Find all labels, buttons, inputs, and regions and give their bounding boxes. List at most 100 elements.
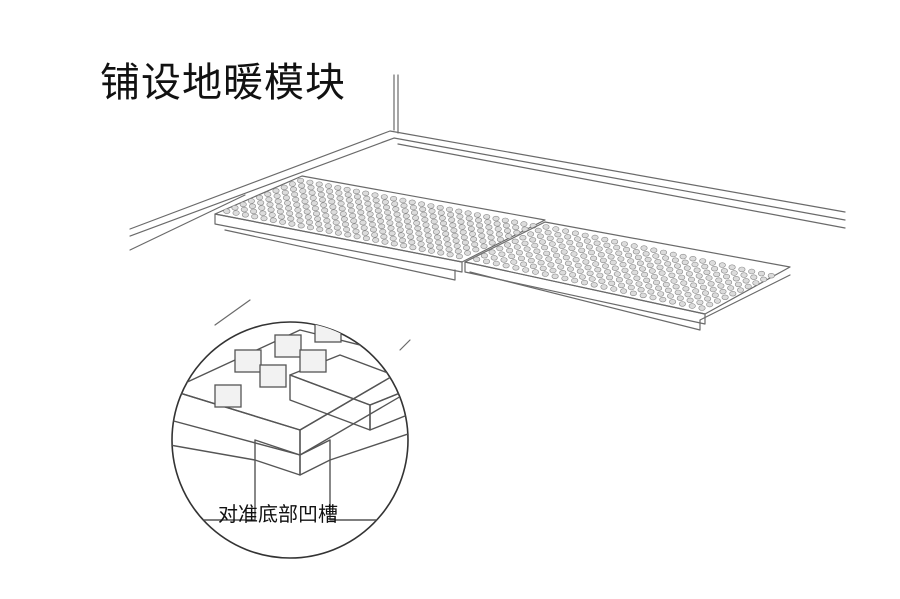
module-stud bbox=[430, 218, 438, 225]
module-stud bbox=[357, 209, 365, 216]
module-stud bbox=[289, 186, 297, 192]
module-stud bbox=[453, 243, 461, 249]
module-stud bbox=[601, 236, 609, 243]
module-stud bbox=[282, 195, 290, 201]
module-stud bbox=[727, 285, 735, 291]
module-stud bbox=[308, 190, 316, 196]
module-stud bbox=[512, 265, 520, 271]
module-stud bbox=[344, 192, 352, 198]
module-stud bbox=[711, 292, 719, 298]
module-stud bbox=[372, 237, 380, 243]
module-stud bbox=[488, 240, 496, 246]
module-stud bbox=[365, 206, 373, 212]
module-stud bbox=[636, 260, 644, 266]
module-stud bbox=[599, 257, 607, 264]
module-stud bbox=[664, 287, 672, 293]
module-stud bbox=[699, 284, 707, 291]
module-stud bbox=[615, 250, 623, 256]
module-stud bbox=[538, 239, 546, 245]
module-stud bbox=[517, 255, 525, 262]
module-stud bbox=[523, 246, 531, 252]
module-stud bbox=[364, 201, 372, 207]
module-stud bbox=[625, 279, 633, 285]
module-stud bbox=[585, 244, 593, 250]
module-stud bbox=[529, 263, 537, 269]
heating-module-right bbox=[464, 221, 791, 331]
module-stud bbox=[241, 212, 249, 218]
module-stud bbox=[541, 244, 549, 251]
module-stud bbox=[595, 246, 603, 252]
module-stud bbox=[350, 218, 358, 224]
module-stud bbox=[274, 198, 282, 204]
module-stud bbox=[597, 252, 605, 258]
module-stud bbox=[380, 194, 388, 200]
module-stud bbox=[303, 209, 311, 215]
module-stud bbox=[295, 212, 303, 219]
module-stud bbox=[631, 269, 639, 276]
module-stud bbox=[359, 220, 367, 226]
module-stud bbox=[568, 245, 576, 252]
module-stud bbox=[373, 202, 381, 209]
module-stud bbox=[732, 276, 740, 282]
module-stud bbox=[564, 260, 572, 266]
module-stud bbox=[742, 278, 750, 284]
module-stud bbox=[630, 243, 638, 249]
module-stud bbox=[695, 273, 703, 279]
module-stud bbox=[601, 263, 609, 269]
module-stud bbox=[429, 213, 437, 220]
module-stud bbox=[317, 191, 325, 198]
module-stud bbox=[729, 291, 737, 297]
module-stud bbox=[483, 214, 491, 220]
module-stud bbox=[385, 215, 393, 221]
module-stud bbox=[279, 219, 287, 225]
module-stud bbox=[482, 258, 490, 265]
module-stud bbox=[334, 185, 342, 191]
module-stud bbox=[571, 277, 579, 284]
module-stud bbox=[415, 230, 423, 237]
module-stud bbox=[478, 233, 486, 239]
module-stud bbox=[436, 244, 444, 251]
module-stud bbox=[549, 267, 557, 274]
module-stud bbox=[503, 228, 511, 234]
module-stud bbox=[681, 259, 689, 265]
module-stud bbox=[638, 266, 646, 272]
module-stud bbox=[260, 215, 268, 222]
module-stud bbox=[485, 224, 493, 230]
module-stud bbox=[546, 235, 554, 242]
module-stud bbox=[701, 290, 709, 296]
module-stud bbox=[629, 290, 637, 296]
module-stud bbox=[345, 197, 353, 203]
module-stud bbox=[407, 234, 415, 240]
module-stud bbox=[305, 219, 313, 226]
module-stud bbox=[730, 270, 738, 276]
module-stud bbox=[662, 281, 670, 288]
module-stud bbox=[564, 234, 572, 240]
module-stud bbox=[767, 273, 775, 279]
module-stud bbox=[322, 212, 330, 219]
module-stud bbox=[696, 299, 704, 306]
module-stud bbox=[356, 204, 364, 210]
module-stud bbox=[259, 210, 267, 216]
module-stud bbox=[420, 211, 428, 218]
module-stud bbox=[574, 262, 582, 269]
module-stud bbox=[580, 279, 588, 286]
module-stud bbox=[647, 289, 655, 295]
module-stud bbox=[722, 273, 730, 280]
module-stud bbox=[464, 210, 472, 216]
module-stud bbox=[460, 234, 468, 241]
module-stud bbox=[684, 291, 692, 298]
module-stud bbox=[682, 286, 690, 292]
module-stud bbox=[316, 226, 324, 233]
module-stud bbox=[635, 281, 643, 287]
module-stud bbox=[736, 287, 744, 293]
module-stud bbox=[380, 234, 388, 240]
module-stud bbox=[520, 221, 528, 227]
module-stud bbox=[503, 242, 511, 248]
module-stud bbox=[352, 188, 360, 195]
module-stud bbox=[611, 239, 619, 245]
module-stud bbox=[555, 258, 563, 264]
module-stud bbox=[256, 194, 264, 201]
module-stud bbox=[487, 234, 495, 241]
module-stud bbox=[382, 204, 390, 211]
room-outline bbox=[129, 74, 846, 251]
